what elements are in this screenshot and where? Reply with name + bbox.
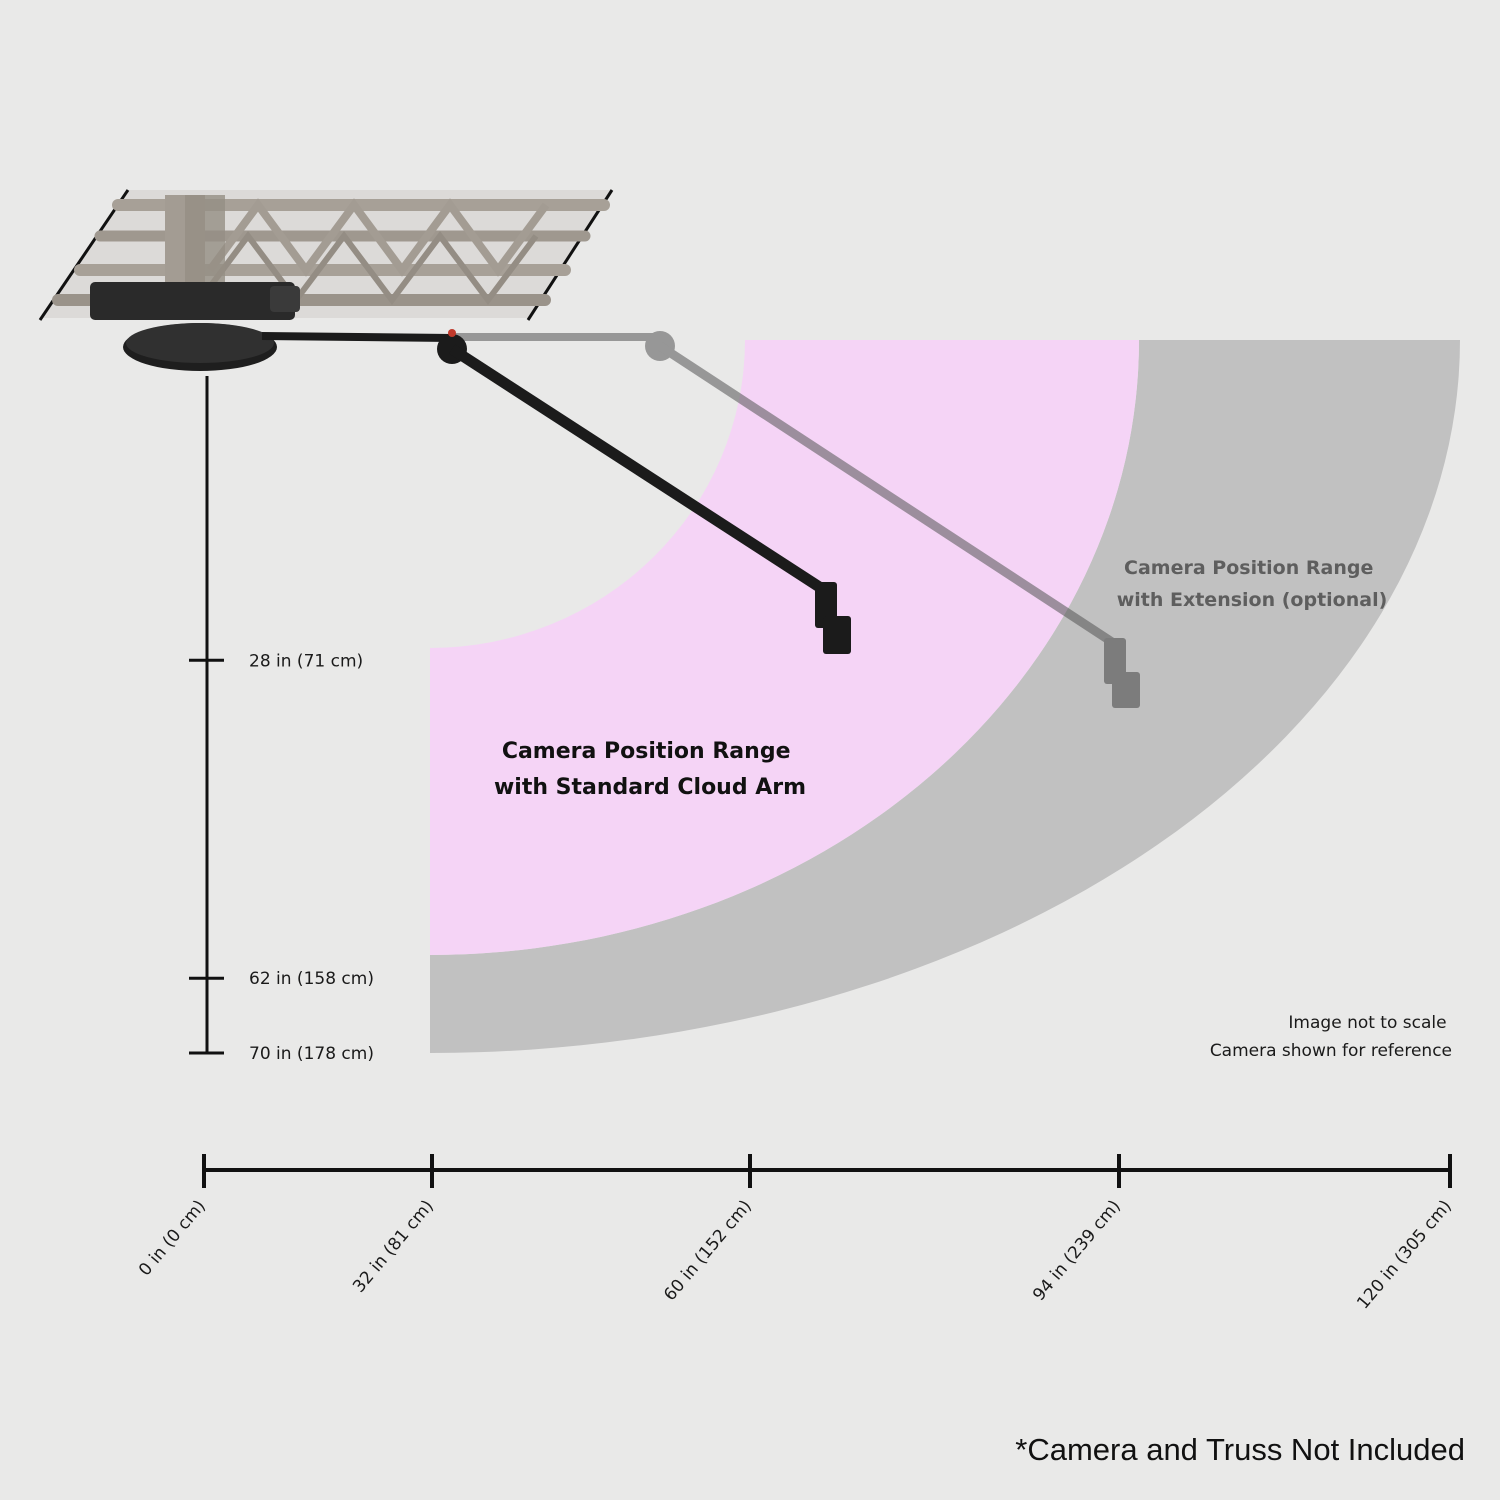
standard-range-region: [430, 340, 1139, 955]
standard-range-title: Camera Position Range with Standard Clou…: [494, 739, 806, 800]
horizontal-tick-label: 94 in (239 cm): [1029, 1196, 1125, 1305]
horizontal-axis-ticks: 0 in (0 cm) 32 in (81 cm) 60 in (152 cm) 94…: [135, 1154, 1456, 1313]
scale-note-line2: Camera shown for reference: [1210, 1041, 1452, 1061]
horizontal-tick-label: 120 in (305 cm): [1353, 1196, 1456, 1313]
horizontal-tick-label: 60 in (152 cm): [660, 1196, 756, 1305]
extension-range-title-line1: Camera Position Range: [1124, 557, 1373, 579]
scale-note-line1: Image not to scale: [1288, 1013, 1446, 1033]
extension-range-title-line2: with Extension (optional): [1117, 589, 1388, 611]
truss-illustration: [38, 189, 614, 371]
horizontal-tick-label: 32 in (81 cm): [349, 1196, 438, 1296]
extension-range-title: Camera Position Range with Extension (op…: [1117, 557, 1388, 611]
extension-arm-illustration: [450, 331, 1140, 708]
vertical-tick-label: 28 in (71 cm): [249, 651, 363, 671]
disclaimer-text: *Camera and Truss Not Included: [1015, 1432, 1465, 1467]
vertical-tick-label: 70 in (178 cm): [249, 1044, 374, 1064]
scale-note: Image not to scale Camera shown for refe…: [1210, 1013, 1452, 1061]
vertical-axis-ticks: 28 in (71 cm) 62 in (158 cm) 70 in (178 cm…: [189, 651, 374, 1064]
standard-range-title-line2: with Standard Cloud Arm: [494, 775, 806, 800]
standard-range-title-line1: Camera Position Range: [502, 739, 791, 764]
vertical-tick-label: 62 in (158 cm): [249, 969, 374, 989]
standard-arm-illustration: [261, 329, 851, 654]
extension-range-region: [430, 340, 1460, 1053]
horizontal-tick-label: 0 in (0 cm): [135, 1196, 210, 1280]
